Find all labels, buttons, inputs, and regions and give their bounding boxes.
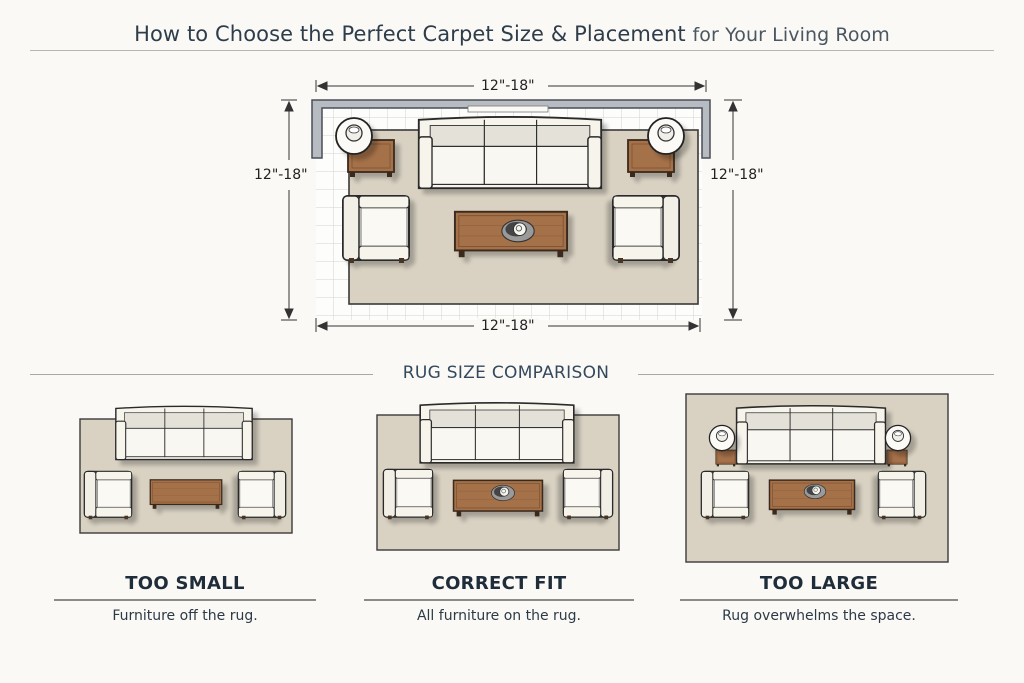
lamp-left-icon — [335, 117, 373, 155]
caption-title: CORRECT FIT — [431, 573, 567, 594]
caption-title: TOO SMALL — [125, 573, 245, 594]
caption-description: Rug overwhelms the space. — [722, 607, 916, 624]
sofa-icon — [419, 402, 575, 464]
lamp-right-icon — [647, 117, 685, 155]
section-header: RUG SIZE COMPARISON — [0, 362, 1024, 386]
armchair-right-icon — [611, 194, 681, 264]
title-divider — [30, 50, 994, 51]
coffee-table-icon — [149, 479, 223, 510]
bowl-icon — [803, 483, 827, 500]
dimension-bottom: 12"-18" — [477, 318, 539, 334]
panel-too-small — [79, 405, 293, 534]
caption-rule — [680, 599, 958, 601]
sofa-icon — [115, 405, 253, 461]
armchair-icon — [877, 470, 927, 520]
dimension-top: 12"-18" — [477, 78, 539, 94]
title-main: How to Choose the Perfect Carpet Size & … — [134, 22, 686, 46]
caption-rule — [54, 599, 316, 601]
bowl-icon — [491, 484, 515, 502]
caption-correct-fit: CORRECT FIT All furniture on the rug. — [364, 573, 634, 624]
lamp-icon — [708, 424, 736, 452]
armchair-icon — [83, 470, 133, 520]
caption-too-small: TOO SMALL Furniture off the rug. — [54, 573, 316, 624]
section-rule-left — [30, 374, 373, 375]
section-rule-right — [638, 374, 994, 375]
armchair-left-icon — [341, 194, 411, 264]
page-title: How to Choose the Perfect Carpet Size & … — [0, 22, 1024, 46]
title-sub: for Your Living Room — [692, 24, 890, 46]
panel-too-large — [685, 393, 949, 563]
window — [467, 105, 549, 113]
section-title: RUG SIZE COMPARISON — [402, 363, 610, 383]
dimension-right: 12"-18" — [706, 167, 768, 183]
armchair-icon — [562, 468, 614, 520]
caption-description: All furniture on the rug. — [416, 607, 582, 624]
wall — [311, 99, 711, 159]
caption-title: TOO LARGE — [759, 573, 879, 594]
armchair-icon — [700, 470, 750, 520]
armchair-icon — [237, 470, 287, 520]
panel-correct-fit — [376, 402, 620, 551]
sofa-icon — [735, 405, 887, 465]
lamp-icon — [884, 424, 912, 452]
dimension-left: 12"-18" — [250, 167, 312, 183]
caption-too-large: TOO LARGE Rug overwhelms the space. — [680, 573, 958, 624]
caption-description: Furniture off the rug. — [112, 607, 258, 624]
end-table-icon — [886, 449, 908, 467]
end-table-icon — [715, 449, 737, 467]
sofa-icon — [417, 116, 603, 190]
bowl-icon — [501, 219, 535, 243]
caption-rule — [364, 599, 634, 601]
armchair-icon — [382, 468, 434, 520]
main-floor-plan — [281, 80, 742, 332]
